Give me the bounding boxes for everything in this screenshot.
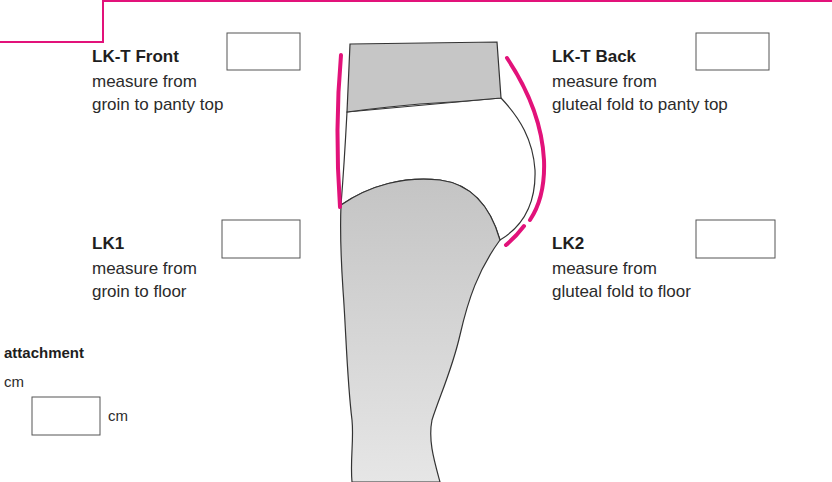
- text-run: measure from groin to panty top: [92, 72, 223, 114]
- input-box: [227, 33, 300, 70]
- text-run: LK-T Front: [92, 47, 179, 66]
- text-run: measure from groin to floor: [92, 259, 197, 301]
- text-run: LK2: [552, 234, 584, 253]
- leg-stocking: [341, 179, 500, 482]
- measure-instruction: measure from groin to panty top: [92, 70, 292, 116]
- front-measure-line: [337, 55, 341, 207]
- frame-top: [103, 0, 832, 2]
- measure-instruction: measure from groin to floor: [92, 257, 292, 303]
- measure-heading: LK2: [552, 233, 692, 255]
- input-box: [696, 220, 775, 258]
- text-run: cm: [4, 373, 24, 390]
- input-box: [696, 33, 769, 70]
- text-run: attachment: [4, 344, 84, 361]
- wrap-spacer: [664, 70, 782, 93]
- measure-instruction: measure from gluteal fold to floor: [552, 257, 782, 303]
- unit-label: cm: [108, 406, 168, 426]
- text-run: cm: [108, 407, 128, 424]
- unit-label: cm: [4, 372, 64, 392]
- section-heading: attachment: [4, 343, 204, 363]
- wrap-spacer: [204, 257, 292, 280]
- frame-corner: [0, 0, 103, 42]
- text-run: LK-T Back: [552, 47, 636, 66]
- text-run: measure from gluteal fold to floor: [552, 259, 691, 301]
- text-run: measure from gluteal fold to panty top: [552, 72, 728, 114]
- back-measure-line: [507, 58, 544, 220]
- measure-instruction: measure from gluteal fold to panty top: [552, 70, 782, 116]
- gluteal-measure-line: [506, 226, 524, 245]
- input-box: [32, 397, 100, 435]
- wrap-spacer: [664, 257, 782, 280]
- text-run: LK1: [92, 234, 124, 253]
- input-box: [222, 220, 300, 258]
- wrap-spacer: [204, 70, 292, 93]
- panty-top-band: [347, 42, 501, 112]
- measure-heading: LK-T Back: [552, 46, 692, 68]
- measure-heading: LK1: [92, 233, 212, 255]
- measure-heading: LK-T Front: [92, 46, 222, 68]
